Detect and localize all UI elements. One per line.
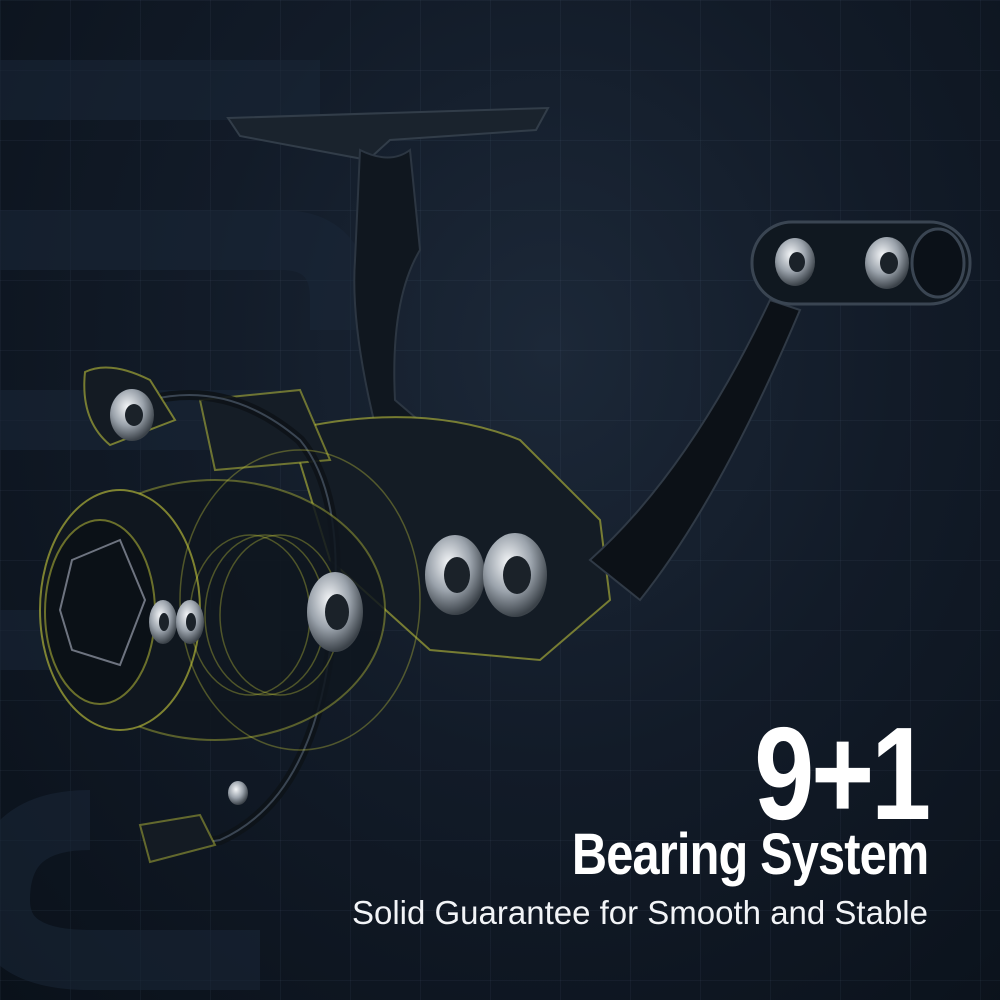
feature-title: Bearing System bbox=[571, 822, 928, 887]
bearing-icon bbox=[307, 572, 363, 652]
bearing-count-headline: 9+1 bbox=[754, 700, 931, 847]
reel-foot bbox=[226, 106, 550, 447]
bearing-icon bbox=[228, 781, 248, 805]
feature-tagline: Solid Guarantee for Smooth and Stable bbox=[351, 894, 928, 931]
bearing-icon bbox=[110, 389, 154, 441]
bearing-icon bbox=[425, 535, 485, 615]
bearing-icon bbox=[149, 600, 177, 644]
bearing-icon bbox=[483, 533, 547, 617]
bearing-icon bbox=[176, 600, 204, 644]
reel-spool bbox=[39, 449, 421, 751]
bearing-icon bbox=[775, 238, 815, 286]
reel-handle bbox=[588, 220, 972, 602]
bearing-group bbox=[110, 237, 909, 805]
bearing-icon bbox=[865, 237, 909, 289]
